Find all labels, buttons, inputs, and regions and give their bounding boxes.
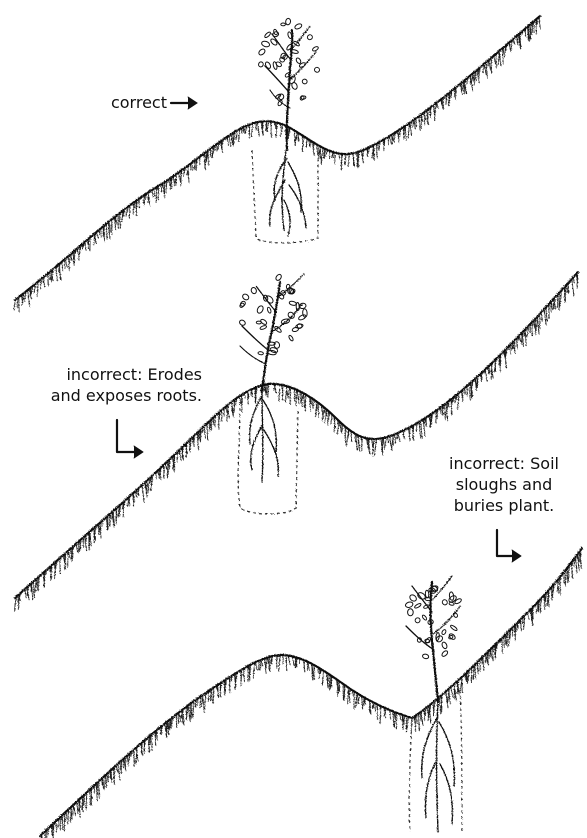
panel-incorrect-erodes bbox=[14, 272, 578, 611]
arrow-bend-right-icon bbox=[497, 530, 521, 562]
leaf bbox=[285, 18, 291, 25]
planting-hole bbox=[238, 402, 298, 514]
leaf bbox=[414, 617, 421, 624]
hatch-strokes bbox=[14, 273, 578, 611]
label-line: incorrect: Erodes bbox=[26, 364, 202, 385]
leaf bbox=[450, 624, 458, 631]
slope-hatching bbox=[41, 549, 582, 838]
slope-profile bbox=[40, 548, 582, 836]
roots bbox=[250, 390, 279, 482]
leaf bbox=[270, 38, 278, 46]
hatch-strokes bbox=[41, 549, 582, 838]
leaf bbox=[264, 31, 271, 38]
leaf bbox=[422, 654, 429, 660]
roots bbox=[270, 150, 306, 236]
leaf bbox=[417, 637, 422, 642]
label-incorrect-sloughs: incorrect: Soil sloughs and buries plant… bbox=[429, 453, 579, 516]
leaf bbox=[312, 46, 319, 52]
leaf bbox=[256, 321, 261, 324]
leaf bbox=[302, 309, 307, 318]
slope-hatching bbox=[14, 273, 578, 611]
leaf bbox=[307, 34, 314, 41]
roots bbox=[422, 700, 455, 832]
tree-leaves bbox=[239, 273, 308, 355]
label-line: sloughs and bbox=[429, 474, 579, 495]
leaf bbox=[256, 305, 264, 314]
leaf bbox=[288, 335, 294, 342]
leaf bbox=[250, 287, 257, 294]
leaf bbox=[441, 641, 448, 649]
leaf bbox=[408, 609, 414, 616]
leaf bbox=[274, 326, 282, 334]
leaf bbox=[239, 302, 245, 308]
leaf bbox=[422, 614, 428, 620]
slope-profile bbox=[15, 16, 540, 300]
panel-correct bbox=[14, 16, 540, 312]
leaf bbox=[258, 48, 266, 56]
arrow-right-icon bbox=[171, 97, 197, 109]
arrow-bend-right-icon bbox=[117, 420, 143, 458]
panel-incorrect-sloughs bbox=[40, 548, 582, 838]
planting-hole bbox=[409, 690, 462, 832]
leaf bbox=[277, 100, 283, 107]
leaf bbox=[414, 603, 422, 609]
label-correct: correct bbox=[95, 92, 167, 113]
label-line: and exposes roots. bbox=[26, 385, 202, 406]
leaf bbox=[441, 599, 448, 606]
leaf bbox=[258, 61, 264, 67]
leaf bbox=[302, 78, 308, 84]
leaf bbox=[241, 293, 249, 301]
leaf bbox=[264, 61, 271, 69]
leaf bbox=[441, 629, 447, 635]
leaf bbox=[405, 601, 414, 608]
leaf bbox=[453, 612, 459, 618]
leaf bbox=[281, 23, 286, 26]
leaf bbox=[299, 62, 307, 68]
leaf bbox=[291, 82, 298, 90]
leaf bbox=[409, 594, 418, 603]
leaf bbox=[289, 301, 297, 306]
leaf bbox=[239, 319, 247, 326]
leaf bbox=[261, 40, 270, 47]
slope-profile bbox=[15, 272, 578, 598]
label-line: buries plant. bbox=[429, 495, 579, 516]
leaf bbox=[294, 23, 303, 30]
leaf bbox=[258, 351, 264, 355]
label-incorrect-erodes: incorrect: Erodes and exposes roots. bbox=[26, 364, 202, 406]
label-line: correct bbox=[95, 92, 167, 113]
leaf bbox=[314, 66, 321, 73]
leaf bbox=[287, 311, 296, 320]
leaf bbox=[295, 57, 301, 64]
leaf bbox=[267, 307, 272, 314]
leaf bbox=[441, 650, 449, 658]
leaf bbox=[265, 295, 275, 305]
leaf bbox=[301, 96, 306, 100]
leaf bbox=[275, 273, 283, 281]
leaf bbox=[454, 598, 462, 605]
label-line: incorrect: Soil bbox=[429, 453, 579, 474]
leaf bbox=[260, 325, 267, 330]
